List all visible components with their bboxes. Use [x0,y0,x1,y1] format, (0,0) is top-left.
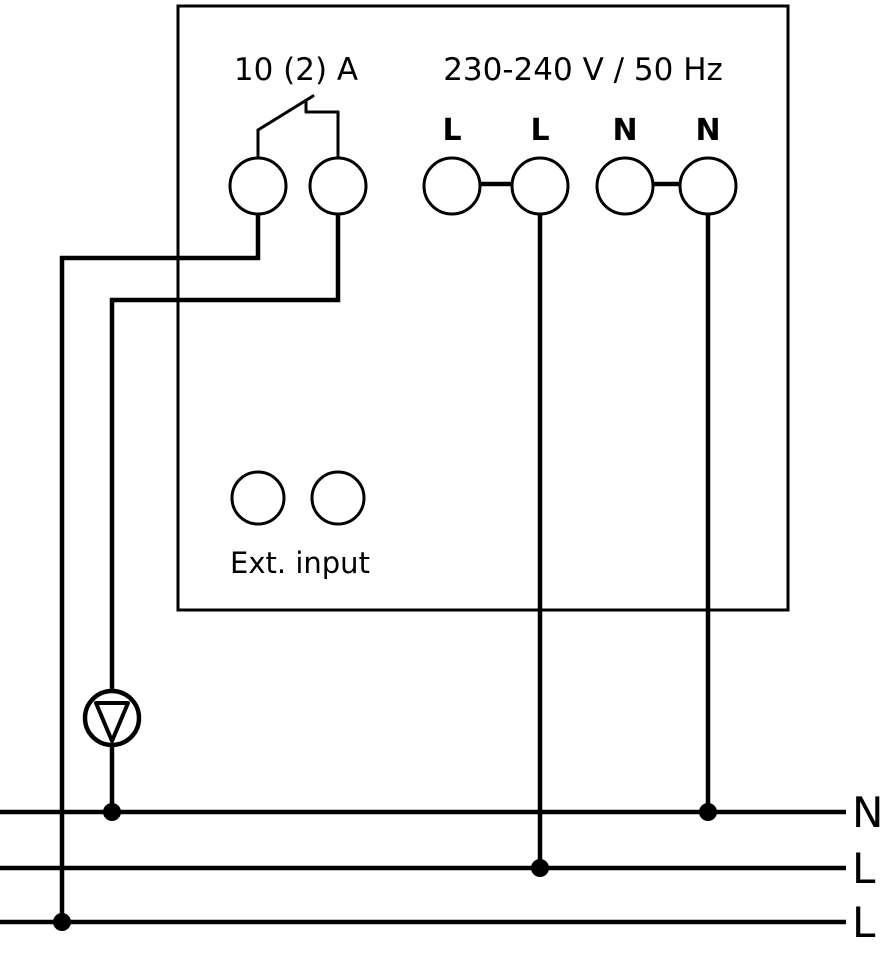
terminal-l1 [422,156,482,216]
wire-relay2-to-pump [109,214,341,812]
junction-dot [103,803,121,821]
supply-voltage-label: 230-240 V / 50 Hz [443,52,723,88]
junction-dot [699,803,717,821]
ext-input-terminal-1 [230,470,286,526]
wires [59,214,711,922]
wire-relay1-to-line2 [59,214,261,922]
ext-input-terminal-2 [310,470,366,526]
mains-lines [0,809,846,925]
terminal-relay-2 [308,156,368,216]
ext-input-label: Ext. input [230,546,370,580]
junction-dots [53,803,717,931]
mains-line2-label: L [852,898,876,947]
junction-dot [531,859,549,877]
terminal-n2-label: N [695,113,720,148]
terminal-relay-1 [228,156,288,216]
terminals [228,156,738,526]
terminal-l2-label: L [530,113,549,148]
terminal-n1-label: N [612,113,637,148]
terminal-n2 [678,156,738,216]
mains-neutral-label: N [852,788,883,837]
terminal-l1-label: L [442,113,461,148]
terminal-l2 [510,156,570,216]
relay-rating-label: 10 (2) A [234,52,358,88]
pump-icon [82,688,142,748]
junction-dot [53,913,71,931]
device-outline [176,4,790,612]
relay-switch-icon [256,94,340,160]
terminal-n1 [595,156,655,216]
mains-line1-label: L [852,844,876,893]
